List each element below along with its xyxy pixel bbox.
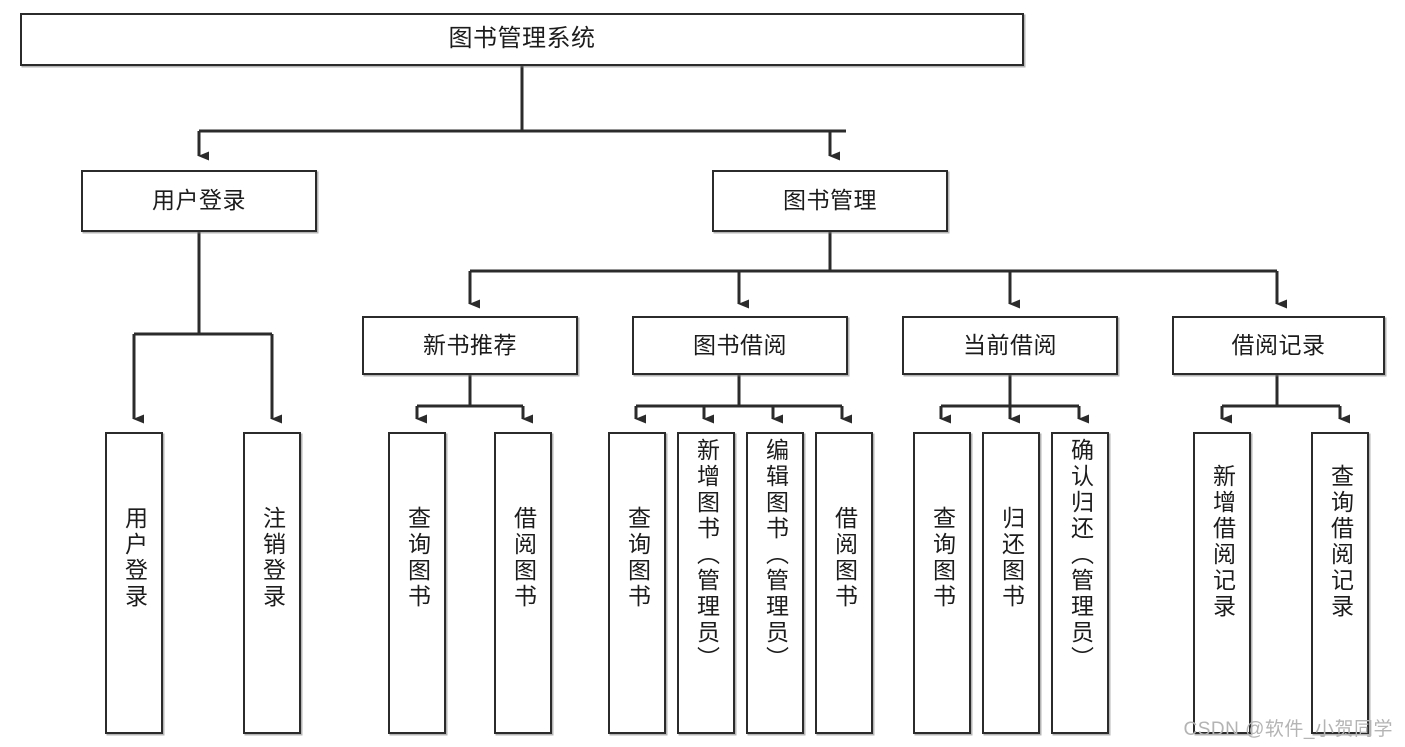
node-label: 新书推荐: [423, 331, 517, 358]
leaf-query-book-current[interactable]: 查询图书: [913, 432, 971, 734]
node-book-manage[interactable]: 图书管理: [712, 170, 948, 232]
node-label: 借阅记录: [1231, 331, 1326, 358]
node-borrow-record[interactable]: 借阅记录: [1172, 316, 1385, 375]
leaf-confirm-return-admin[interactable]: 确认归还（管理员）: [1051, 432, 1109, 734]
node-label: 查询图书: [404, 506, 431, 610]
leaf-query-borrow-record[interactable]: 查询借阅记录: [1311, 432, 1369, 734]
leaf-query-book-new[interactable]: 查询图书: [388, 432, 446, 734]
node-label: 新增图书（管理员）: [693, 438, 720, 672]
leaf-return-book[interactable]: 归还图书: [982, 432, 1040, 734]
node-new-book-recommend[interactable]: 新书推荐: [362, 316, 578, 375]
leaf-borrow-book-new[interactable]: 借阅图书: [494, 432, 552, 734]
leaf-edit-book-admin[interactable]: 编辑图书（管理员）: [746, 432, 804, 734]
node-label: 图书借阅: [693, 331, 787, 358]
node-label: 图书管理: [783, 187, 877, 214]
node-label: 查询借阅记录: [1327, 464, 1354, 620]
node-label: 注销登录: [259, 506, 286, 610]
node-current-borrow[interactable]: 当前借阅: [902, 316, 1118, 375]
node-root-system[interactable]: 图书管理系统: [20, 13, 1024, 66]
node-book-borrow[interactable]: 图书借阅: [632, 316, 848, 375]
node-label: 借阅图书: [831, 506, 858, 610]
node-label: 查询图书: [624, 506, 651, 610]
leaf-logout-login[interactable]: 注销登录: [243, 432, 301, 734]
node-label: 归还图书: [998, 506, 1025, 610]
leaf-user-login[interactable]: 用户登录: [105, 432, 163, 734]
node-label: 新增借阅记录: [1209, 464, 1236, 620]
node-label: 当前借阅: [963, 331, 1057, 358]
leaf-add-borrow-record[interactable]: 新增借阅记录: [1193, 432, 1251, 734]
leaf-query-book-borrow[interactable]: 查询图书: [608, 432, 666, 734]
node-user-login[interactable]: 用户登录: [81, 170, 317, 232]
node-label: 编辑图书（管理员）: [762, 438, 789, 672]
node-label: 确认归还（管理员）: [1067, 438, 1094, 672]
csdn-watermark: CSDN @软件_小贺同学: [1183, 719, 1393, 740]
node-label: 借阅图书: [510, 506, 537, 610]
node-label: 用户登录: [121, 506, 148, 610]
node-label: 用户登录: [152, 187, 246, 214]
leaf-borrow-book-borrow[interactable]: 借阅图书: [815, 432, 873, 734]
node-label: 图书管理系统: [448, 25, 596, 53]
node-label: 查询图书: [929, 506, 956, 610]
leaf-add-book-admin[interactable]: 新增图书（管理员）: [677, 432, 735, 734]
